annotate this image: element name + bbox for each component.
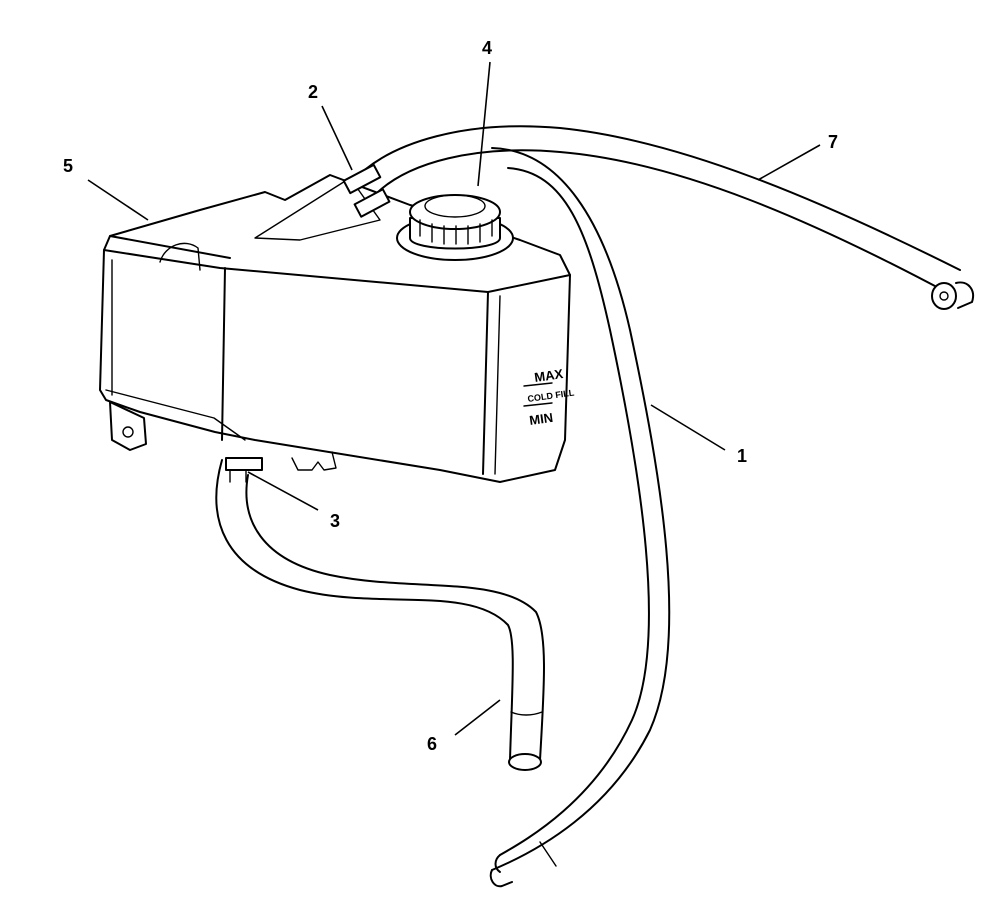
hose-7 [351, 125, 974, 310]
leader-4 [477, 61, 491, 187]
callout-7: 7 [828, 132, 838, 152]
callout-5: 5 [63, 156, 73, 176]
leader-6 [454, 699, 501, 736]
leader-lines [87, 61, 821, 736]
callout-1: 1 [737, 446, 747, 466]
callout-6: 6 [427, 734, 437, 754]
callout-2: 2 [308, 82, 318, 102]
leader-5 [87, 179, 149, 221]
clip-3 [225, 457, 263, 483]
leader-2 [321, 105, 353, 171]
leader-7 [757, 144, 821, 181]
hose-6 [215, 459, 545, 771]
leader-3 [247, 471, 319, 511]
clip-2 [342, 163, 391, 218]
callout-4: 4 [482, 38, 492, 58]
filler-cap [396, 194, 514, 261]
hose-1 [489, 147, 671, 888]
callouts: 1 2 3 4 5 6 7 [63, 38, 838, 754]
min-mark: MIN [528, 410, 554, 428]
callout-3: 3 [330, 511, 340, 531]
max-mark: MAX [533, 366, 564, 385]
level-markings: MAX COLD FILL MIN [523, 366, 575, 428]
leader-1 [650, 404, 726, 451]
